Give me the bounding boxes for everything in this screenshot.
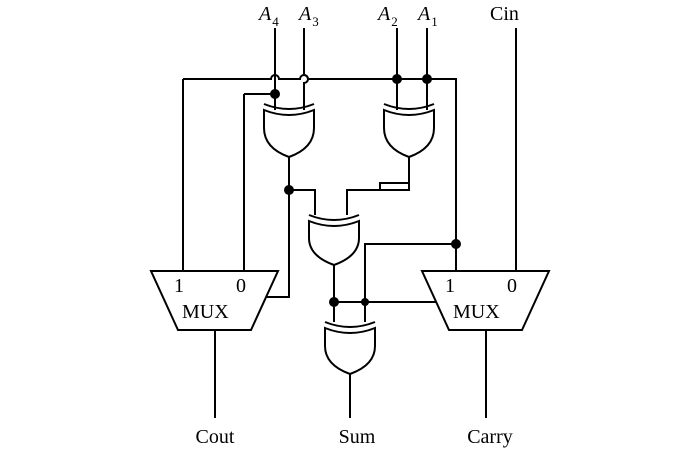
mux-left-label: MUX xyxy=(182,301,229,323)
mux-right-label: MUX xyxy=(453,301,500,323)
mux-right: 1 0 MUX xyxy=(420,270,551,331)
output-label-cout: Cout xyxy=(196,426,235,448)
xor-gate-middle xyxy=(308,214,360,267)
wire-top-bus xyxy=(183,74,457,276)
wire-xor2-out xyxy=(346,157,410,215)
wire-xor3-out xyxy=(333,262,336,303)
input-label-cin: Cin xyxy=(490,3,519,25)
mux-right-in1-label: 1 xyxy=(445,275,455,297)
junction-dot-a2 xyxy=(392,74,402,84)
junction-dot-a4 xyxy=(270,89,280,99)
xor-gate-a4-a3 xyxy=(263,103,315,159)
wire-a3 xyxy=(303,28,309,110)
mux-right-in0-label: 0 xyxy=(507,275,517,297)
xor-gate-a2-a1 xyxy=(383,103,435,159)
mux-left-in1-label: 1 xyxy=(174,275,184,297)
wire-xor1-out xyxy=(288,157,316,215)
wire-xor2-out-box xyxy=(380,182,410,191)
xor-gate-sum xyxy=(324,321,376,376)
junction-dot-a1 xyxy=(422,74,432,84)
junction-dot-xor1-out xyxy=(284,185,294,195)
junction-dot-a1-tap xyxy=(451,239,461,249)
output-label-carry: Carry xyxy=(467,426,513,448)
input-label-a2: A2 xyxy=(376,3,398,29)
junction-dot-xor3-out xyxy=(329,297,339,307)
mux-left-in0-label: 0 xyxy=(236,275,246,297)
wire-left-mux-select xyxy=(262,190,290,298)
mux-left: 1 0 MUX xyxy=(149,270,280,331)
input-label-a1: A1 xyxy=(416,3,438,29)
output-label-sum: Sum xyxy=(339,426,376,448)
wire-a1-to-xor4 xyxy=(364,243,456,322)
junction-dot-crossing xyxy=(361,298,369,306)
input-label-a4: A4 xyxy=(257,3,279,29)
input-label-a3: A3 xyxy=(297,3,319,29)
